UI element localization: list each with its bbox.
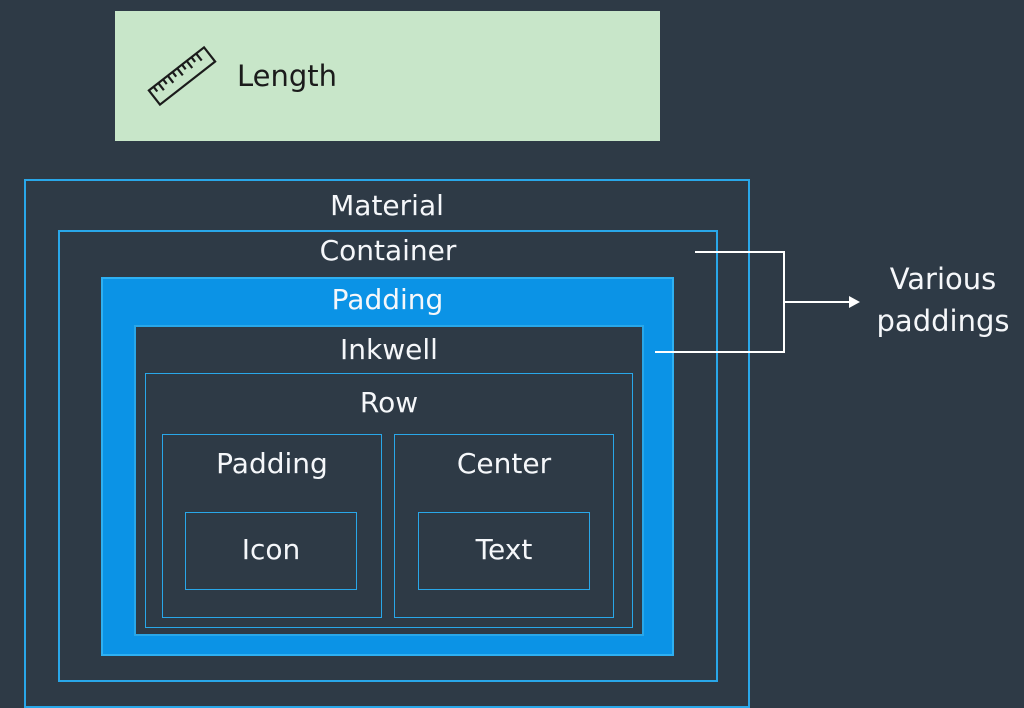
- container-label: Container: [319, 234, 457, 267]
- padding-inner-label: Padding: [216, 447, 328, 480]
- various-paddings-line1: Various: [889, 262, 997, 296]
- padding-inner-box: Padding: [162, 434, 382, 618]
- center-box: Center: [394, 434, 614, 618]
- row-label: Row: [359, 386, 419, 419]
- row-box: Row: [145, 373, 633, 628]
- container-box: Container: [58, 230, 718, 682]
- length-label: Length: [237, 59, 338, 93]
- ruler-icon: [147, 45, 217, 107]
- length-card: [115, 11, 660, 141]
- material-box: Material: [24, 179, 750, 708]
- various-paddings-line2: paddings: [876, 304, 1010, 338]
- icon-box: Icon: [185, 512, 357, 590]
- material-label: Material: [330, 189, 444, 222]
- icon-label: Icon: [241, 533, 301, 566]
- padding-outer-label: Padding: [331, 283, 444, 316]
- inkwell-box: Inkwell: [134, 325, 644, 636]
- arrow-right-icon: [849, 296, 860, 308]
- center-label: Center: [456, 447, 552, 480]
- text-label: Text: [475, 533, 533, 566]
- text-box: Text: [418, 512, 590, 590]
- inkwell-label: Inkwell: [340, 333, 438, 366]
- various-paddings-label: Various paddings: [868, 258, 1018, 342]
